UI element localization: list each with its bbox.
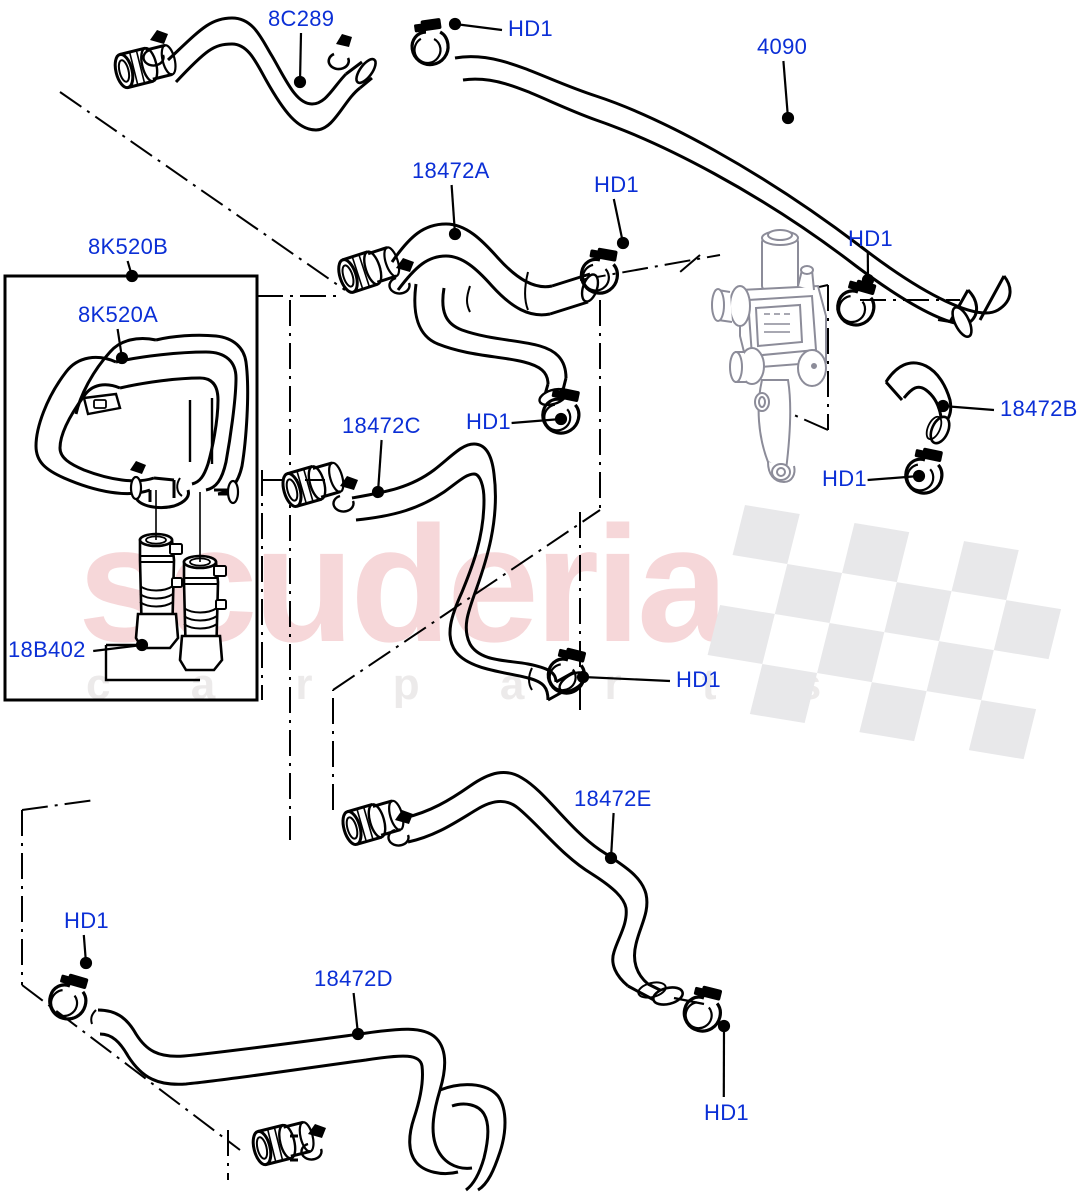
connector-18b402-left — [134, 490, 183, 650]
leader-anchor-dot — [135, 638, 149, 652]
leader-anchor-dot — [554, 412, 568, 426]
leader-anchor-dot — [125, 269, 139, 283]
callout-18472d: 18472D — [314, 966, 393, 991]
callout-hd1-1: HD1 — [508, 16, 553, 41]
leader-anchor-dot — [576, 670, 590, 684]
callout-18472c: 18472C — [342, 413, 421, 438]
leader-line — [454, 22, 503, 32]
callout-8k520a: 8K520A — [78, 302, 159, 327]
callout-hd1-2: HD1 — [594, 172, 639, 197]
hose-18472d — [43, 968, 507, 1192]
hose-8c289 — [110, 16, 377, 132]
leader-line — [942, 404, 995, 412]
leader-anchor-dot — [604, 851, 618, 865]
leader-line — [612, 198, 625, 244]
leader-anchor-dot — [616, 236, 630, 250]
callout-hd1-7: HD1 — [64, 908, 109, 933]
callout-hd1-8: HD1 — [704, 1100, 749, 1125]
callout-hd1-6: HD1 — [676, 667, 721, 692]
leader-line — [93, 643, 143, 653]
leader-line — [609, 812, 615, 859]
watermark-checkered-flag — [707, 505, 1062, 760]
callout-8c289: 8C289 — [268, 6, 335, 31]
hose-18472b — [884, 361, 953, 499]
leader-line — [298, 32, 303, 83]
hose-4090 — [406, 15, 1012, 339]
leader-line — [376, 439, 383, 493]
callout-hd1-5: HD1 — [822, 466, 867, 491]
callout-hd1-3: HD1 — [848, 226, 893, 251]
leader-anchor-dot — [79, 956, 93, 970]
callout-18472b: 18472B — [1000, 396, 1078, 421]
leader-line — [782, 60, 790, 119]
leader-anchor-dot — [448, 227, 462, 241]
leader-line — [511, 417, 562, 425]
callout-4090: 4090 — [757, 34, 808, 59]
leader-line — [352, 992, 360, 1035]
leader-anchor-dot — [936, 399, 950, 413]
leader-anchor-dot — [912, 469, 926, 483]
hose-assembly-8k520a — [34, 333, 250, 510]
leader-anchor-dot — [717, 1019, 731, 1033]
leader-line — [582, 675, 671, 683]
leader-line — [867, 474, 920, 482]
leader-anchor-dot — [115, 351, 129, 365]
leader-anchor-dot — [371, 485, 385, 499]
callout-leader-lines — [79, 17, 995, 1098]
hose-18472c — [278, 442, 592, 702]
leader-anchor-dot — [351, 1027, 365, 1041]
callout-18b402: 18B402 — [8, 637, 86, 662]
leader-anchor-dot — [781, 111, 795, 125]
callout-18472e: 18472E — [574, 786, 652, 811]
callout-18472a: 18472A — [412, 158, 490, 183]
water-valve-assembly — [711, 229, 827, 484]
callout-hd1-4: HD1 — [466, 409, 511, 434]
connector-18b402-right — [178, 492, 227, 672]
hose-clamp-upper-right — [831, 274, 883, 331]
callout-8k520b: 8K520B — [88, 234, 169, 259]
leader-line — [450, 184, 457, 235]
hose-18472a — [333, 222, 624, 439]
leader-anchor-dot — [293, 75, 307, 89]
leader-anchor-dot — [861, 273, 875, 287]
leader-anchor-dot — [448, 17, 462, 31]
hose-18472e — [338, 770, 728, 1037]
